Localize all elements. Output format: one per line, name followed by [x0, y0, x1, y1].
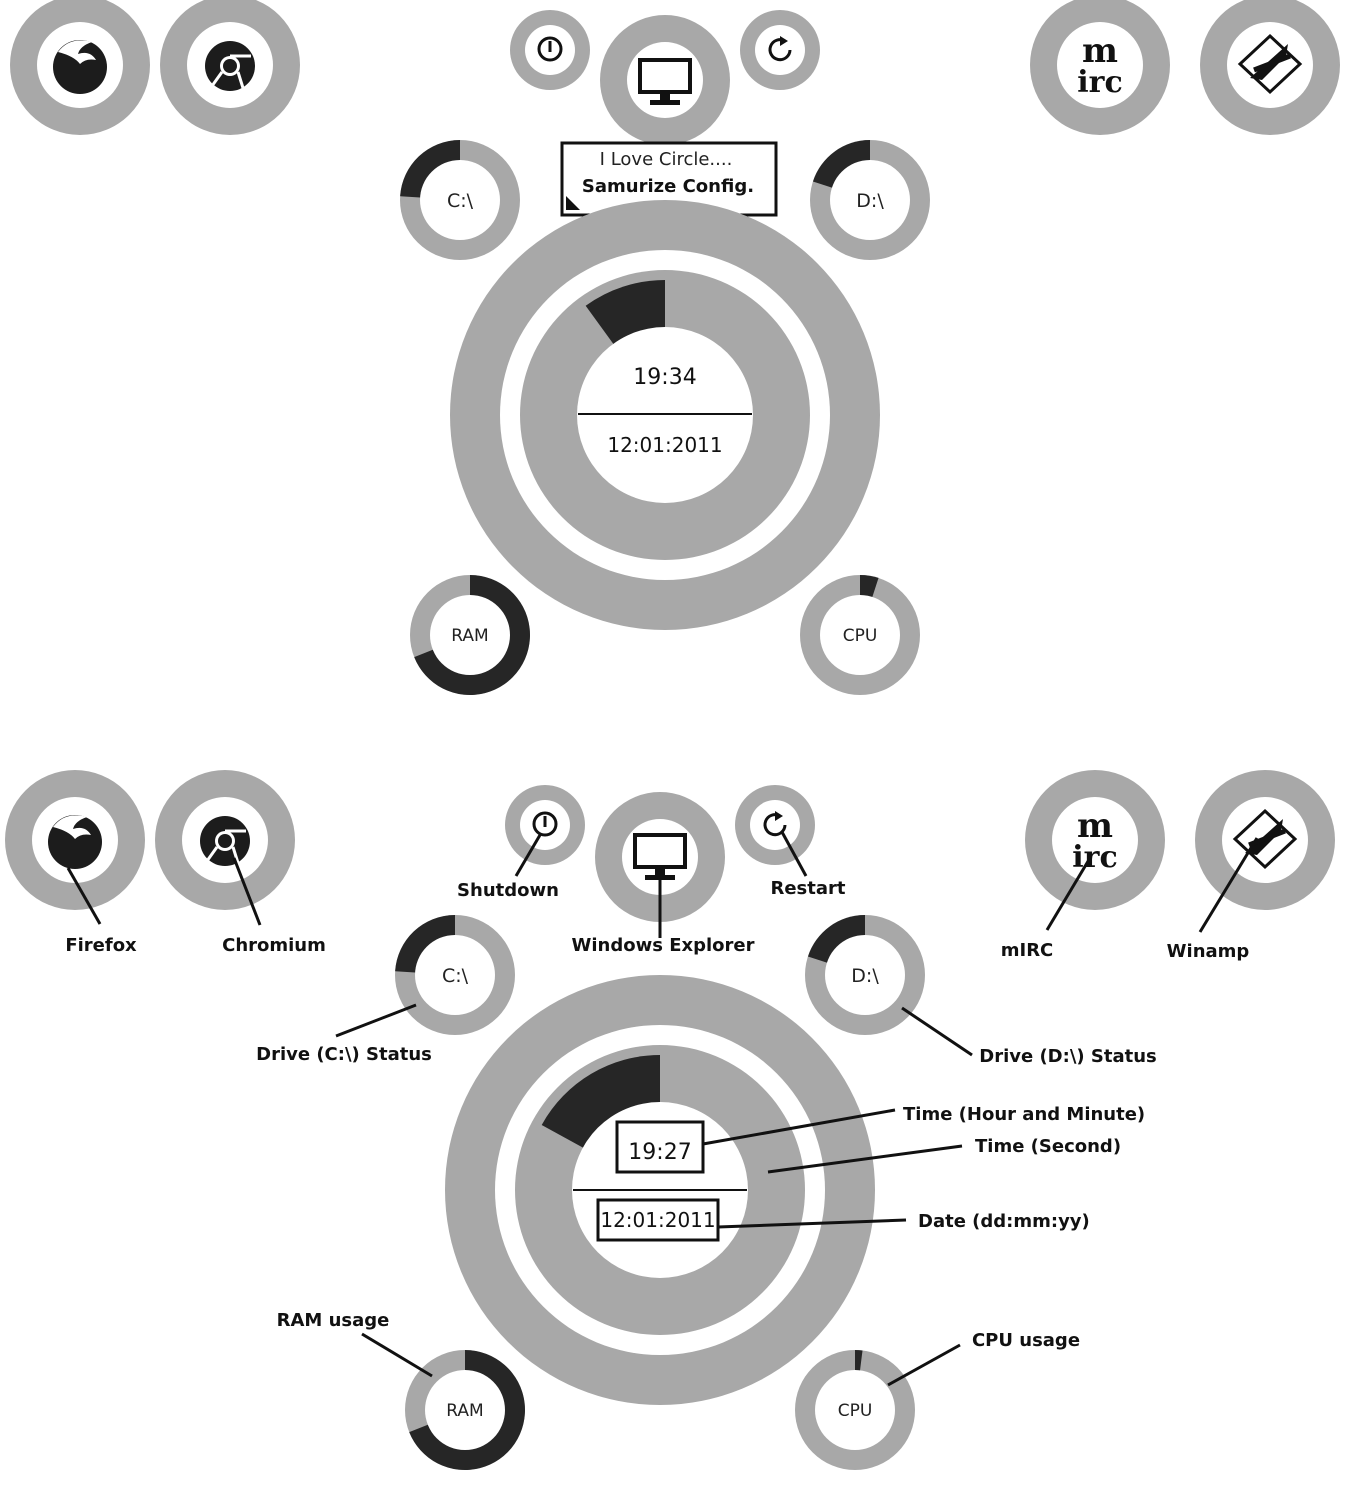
ram-gauge: RAM: [410, 575, 530, 696]
callout-winamp: Winamp: [1167, 941, 1250, 962]
callout-line-firefox: [66, 867, 102, 925]
firefox-launcher[interactable]: [5, 770, 145, 910]
chromium-launcher[interactable]: [155, 770, 295, 910]
resize-grip-icon[interactable]: [566, 196, 580, 210]
callout-line-ram: [361, 1332, 433, 1378]
clock-time: 19:27: [628, 1140, 691, 1165]
clock-date: 12:01:2011: [607, 433, 722, 457]
callout-line-winamp: [1198, 837, 1259, 933]
winamp-launcher[interactable]: [1195, 770, 1335, 910]
callout-chromium: Chromium: [222, 935, 326, 956]
mirc-launcher[interactable]: m irc: [1025, 770, 1165, 910]
drive-c-label: C:\: [447, 190, 474, 212]
callout-line-time-hm: [702, 1108, 896, 1146]
ram-label: RAM: [446, 1401, 483, 1421]
callout-mirc: mIRC: [1001, 940, 1054, 961]
monitor-icon: [638, 58, 692, 105]
drive-d-gauge: D:\: [805, 915, 925, 1035]
time-highlight-box: [615, 1120, 705, 1174]
firefox-icon: [48, 815, 102, 869]
windows-explorer-button[interactable]: [595, 792, 725, 922]
ram-label: RAM: [451, 626, 488, 646]
callout-lines: [66, 831, 1259, 1387]
chromium-icon: [200, 816, 250, 866]
svg-text:irc: irc: [1077, 65, 1122, 100]
callout-line-date: [717, 1218, 907, 1229]
restart-icon: [763, 811, 787, 837]
callout-line-chromium: [232, 857, 262, 926]
callout-restart: Restart: [770, 878, 845, 899]
callout-line-time-sec: [767, 1144, 963, 1174]
callout-time-sec: Time (Second): [975, 1136, 1121, 1157]
clock-widget: 19:34 12:01:2011: [450, 200, 880, 630]
callout-line-shutdown: [514, 834, 542, 877]
cpu-gauge: CPU: [800, 575, 920, 695]
annotated-panel: m irc C:\ D:\: [5, 770, 1335, 1471]
callout-ram: RAM usage: [277, 1310, 390, 1331]
drive-d-label: D:\: [851, 965, 879, 987]
callout-line-cpu: [887, 1343, 961, 1387]
mirc-launcher[interactable]: m irc: [1030, 0, 1170, 135]
winamp-launcher[interactable]: [1200, 0, 1340, 135]
svg-text:m: m: [1077, 806, 1113, 846]
callout-drive-d: Drive (D:\) Status: [979, 1046, 1156, 1067]
callout-line-drive-d: [901, 1006, 973, 1057]
drive-c-gauge: C:\: [395, 915, 515, 1035]
ram-gauge: RAM: [405, 1350, 526, 1471]
power-icon: [537, 36, 563, 62]
callout-cpu: CPU usage: [972, 1330, 1080, 1351]
restart-button[interactable]: [735, 785, 815, 865]
svg-text:irc: irc: [1072, 840, 1117, 875]
shutdown-button[interactable]: [505, 785, 585, 865]
top-panel: m irc I Love Circle.... Samurize Config.: [10, 0, 1340, 696]
callout-firefox: Firefox: [65, 935, 137, 956]
drive-c-label: C:\: [442, 965, 469, 987]
callout-shutdown: Shutdown: [457, 880, 559, 901]
cpu-label: CPU: [843, 626, 878, 646]
winamp-icon: [1237, 33, 1303, 95]
firefox-icon: [53, 40, 107, 94]
restart-button[interactable]: [740, 10, 820, 90]
drive-c-gauge: C:\: [400, 140, 520, 260]
date-highlight-box: [596, 1198, 720, 1242]
callout-date: Date (dd:mm:yy): [918, 1211, 1090, 1232]
callout-line-restart: [780, 831, 808, 877]
callout-line-drive-c: [335, 1003, 417, 1038]
banner-line-2: Samurize Config.: [582, 176, 754, 197]
clock-time: 19:34: [633, 365, 696, 390]
drive-d-gauge: D:\: [810, 140, 930, 260]
chromium-icon: [205, 41, 255, 91]
chromium-launcher[interactable]: [160, 0, 300, 135]
power-icon: [532, 811, 558, 837]
callout-windows-explorer: Windows Explorer: [572, 935, 755, 956]
shutdown-button[interactable]: [510, 10, 590, 90]
monitor-icon: [633, 833, 687, 880]
clock-widget: 19:27 12:01:2011: [445, 975, 875, 1405]
mirc-icon: m irc: [1077, 31, 1122, 100]
banner-line-1: I Love Circle....: [600, 149, 733, 170]
callout-time-hm: Time (Hour and Minute): [903, 1104, 1145, 1125]
callout-line-mirc: [1045, 857, 1092, 931]
drive-d-label: D:\: [856, 190, 884, 212]
svg-text:m: m: [1082, 31, 1118, 71]
cpu-label: CPU: [838, 1401, 873, 1421]
mirc-icon: m irc: [1072, 806, 1117, 875]
restart-icon: [768, 36, 792, 62]
callout-drive-c: Drive (C:\) Status: [256, 1044, 432, 1065]
clock-date: 12:01:2011: [600, 1208, 715, 1232]
windows-explorer-button[interactable]: [600, 15, 730, 145]
cpu-gauge: CPU: [795, 1350, 915, 1470]
firefox-launcher[interactable]: [10, 0, 150, 135]
